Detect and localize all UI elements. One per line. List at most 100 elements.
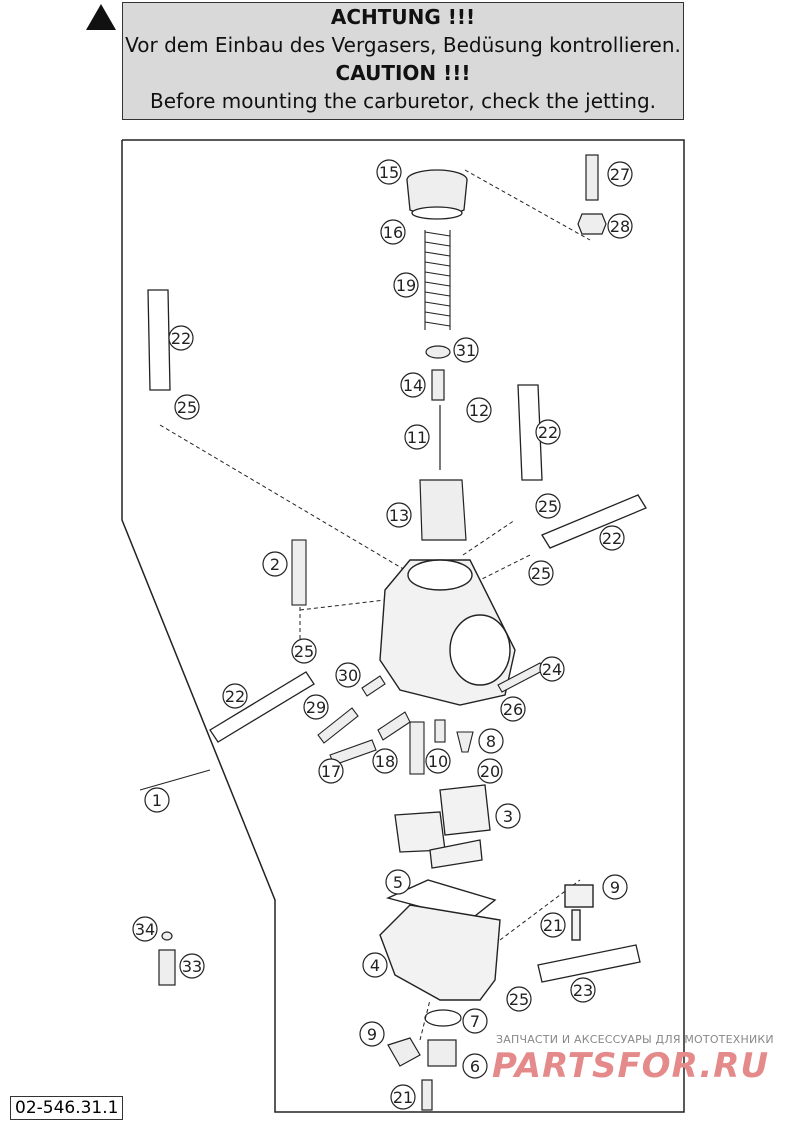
assembly-outline xyxy=(121,139,685,1113)
callout-16: 16 xyxy=(380,219,406,245)
svg-text:21: 21 xyxy=(393,1088,413,1107)
callout-30: 30 xyxy=(335,662,361,688)
svg-text:2: 2 xyxy=(270,555,280,574)
callout-3: 3 xyxy=(495,803,521,829)
leader-lines xyxy=(159,169,591,1041)
carburetor-body xyxy=(379,559,516,706)
callout-25d: 25 xyxy=(291,638,317,664)
callout-12: 12 xyxy=(466,397,492,423)
callout-34: 34 xyxy=(132,916,158,942)
svg-text:18: 18 xyxy=(375,752,395,771)
caution-box: ACHTUNG !!! Vor dem Einbau des Vergasers… xyxy=(122,2,684,120)
svg-text:31: 31 xyxy=(456,341,476,360)
callout-25c: 25 xyxy=(528,560,554,586)
callout-2: 2 xyxy=(262,551,288,577)
jet-parts-33-34 xyxy=(158,931,176,986)
svg-text:7: 7 xyxy=(470,1012,480,1031)
callout-6: 6 xyxy=(462,1053,488,1079)
watermark-tagline: ЗАПЧАСТИ И АКСЕССУАРЫ ДЛЯ МОТОТЕХНИКИ xyxy=(496,1033,774,1046)
svg-text:12: 12 xyxy=(469,401,489,420)
callout-13: 13 xyxy=(386,502,412,528)
svg-text:25: 25 xyxy=(177,398,197,417)
svg-text:22: 22 xyxy=(225,687,245,706)
svg-text:25: 25 xyxy=(538,497,558,516)
svg-text:6: 6 xyxy=(470,1057,480,1076)
svg-text:4: 4 xyxy=(370,956,380,975)
warning-triangle-icon xyxy=(86,4,116,30)
svg-text:19: 19 xyxy=(396,276,416,295)
svg-text:28: 28 xyxy=(610,217,630,236)
svg-text:20: 20 xyxy=(480,762,500,781)
svg-text:25: 25 xyxy=(531,564,551,583)
svg-text:22: 22 xyxy=(602,529,622,548)
svg-text:22: 22 xyxy=(171,329,191,348)
caution-text-de: Vor dem Einbau des Vergasers, Bedüsung k… xyxy=(125,33,681,57)
callout-22d: 22 xyxy=(222,683,248,709)
small-parts xyxy=(291,539,545,775)
callout-9a: 9 xyxy=(602,874,628,900)
svg-text:24: 24 xyxy=(542,660,562,679)
svg-text:34: 34 xyxy=(135,920,155,939)
callout-14: 14 xyxy=(400,372,426,398)
svg-text:25: 25 xyxy=(294,642,314,661)
callout-33: 33 xyxy=(179,953,205,979)
svg-text:14: 14 xyxy=(403,376,423,395)
callout-5: 5 xyxy=(385,869,411,895)
throttle-slide-spring xyxy=(424,230,451,330)
mixing-chamber-cap xyxy=(406,169,468,220)
callout-24: 24 xyxy=(539,656,565,682)
svg-text:9: 9 xyxy=(367,1025,377,1044)
watermark-logo: PARTSFOR.RU xyxy=(492,1046,770,1086)
svg-text:22: 22 xyxy=(538,423,558,442)
callout-28: 28 xyxy=(607,213,633,239)
callout-31: 31 xyxy=(453,337,479,363)
callout-22c: 22 xyxy=(599,525,625,551)
callout-20: 20 xyxy=(477,758,503,784)
callout-4: 4 xyxy=(362,952,388,978)
svg-text:5: 5 xyxy=(393,873,403,892)
float-bowl xyxy=(379,879,594,1001)
svg-text:10: 10 xyxy=(428,752,448,771)
callout-23: 23 xyxy=(570,977,596,1003)
drawing-reference: 02-546.31.1 xyxy=(10,1096,124,1120)
bowl-bottom-parts xyxy=(387,1009,462,1111)
callout-18: 18 xyxy=(372,748,398,774)
callout-8: 8 xyxy=(478,728,504,754)
callouts: 15 16 19 27 28 22 31 14 25 12 22 11 25 1… xyxy=(132,159,633,1110)
float xyxy=(394,784,491,869)
svg-text:11: 11 xyxy=(407,428,427,447)
callout-26: 26 xyxy=(500,696,526,722)
callout-27: 27 xyxy=(607,161,633,187)
svg-text:33: 33 xyxy=(182,957,202,976)
callout-25a: 25 xyxy=(174,394,200,420)
callout-22b: 22 xyxy=(535,419,561,445)
callout-25b: 25 xyxy=(535,493,561,519)
callout-11: 11 xyxy=(404,424,430,450)
callout-21b: 21 xyxy=(390,1084,416,1110)
vent-hoses xyxy=(147,289,647,983)
callout-10: 10 xyxy=(425,748,451,774)
svg-text:9: 9 xyxy=(610,878,620,897)
callout-1: 1 xyxy=(144,787,170,813)
callout-17: 17 xyxy=(318,758,344,784)
caution-heading-de: ACHTUNG !!! xyxy=(330,5,476,29)
callout-29: 29 xyxy=(303,694,329,720)
svg-text:17: 17 xyxy=(321,762,341,781)
caution-text-en: Before mounting the carburetor, check th… xyxy=(150,89,656,113)
callout-7: 7 xyxy=(462,1008,488,1034)
svg-text:27: 27 xyxy=(610,165,630,184)
svg-text:30: 30 xyxy=(338,666,358,685)
callout-19: 19 xyxy=(393,272,419,298)
caution-heading-en: CAUTION !!! xyxy=(335,61,471,85)
svg-text:26: 26 xyxy=(503,700,523,719)
svg-text:29: 29 xyxy=(306,698,326,717)
svg-text:1: 1 xyxy=(152,791,162,810)
svg-text:16: 16 xyxy=(383,223,403,242)
callout-15: 15 xyxy=(376,159,402,185)
jet-needle-assembly xyxy=(419,345,467,541)
callout-9b: 9 xyxy=(359,1021,385,1047)
callout-21a: 21 xyxy=(540,912,566,938)
leader-1 xyxy=(139,769,211,791)
svg-text:3: 3 xyxy=(503,807,513,826)
